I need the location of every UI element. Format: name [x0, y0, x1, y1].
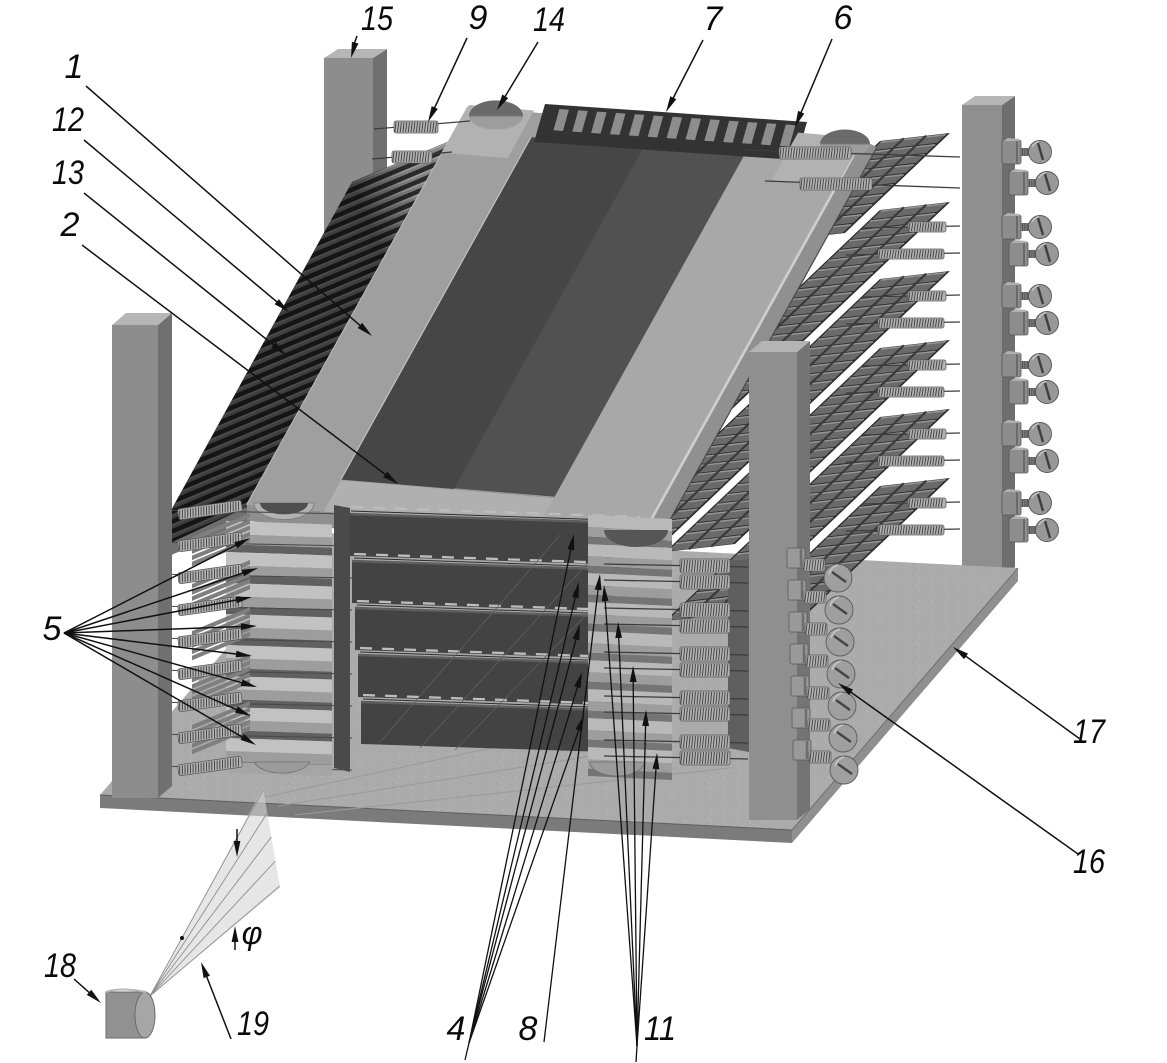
svg-text:17: 17: [1073, 713, 1106, 751]
svg-text:4: 4: [447, 1010, 466, 1048]
svg-text:13: 13: [52, 154, 84, 192]
svg-text:19: 19: [237, 1005, 269, 1043]
svg-text:11: 11: [644, 1010, 676, 1048]
svg-text:18: 18: [44, 947, 76, 985]
svg-text:5: 5: [43, 610, 62, 648]
svg-text:7: 7: [704, 0, 724, 38]
svg-text:14: 14: [533, 1, 565, 39]
svg-text:12: 12: [52, 101, 84, 139]
svg-text:16: 16: [1073, 843, 1105, 881]
svg-text:15: 15: [361, 0, 393, 38]
svg-text:8: 8: [519, 1010, 538, 1048]
svg-text:2: 2: [60, 206, 80, 244]
svg-text:6: 6: [834, 0, 853, 37]
svg-text:φ: φ: [242, 915, 263, 951]
svg-text:9: 9: [469, 0, 488, 37]
svg-text:1: 1: [65, 48, 84, 86]
